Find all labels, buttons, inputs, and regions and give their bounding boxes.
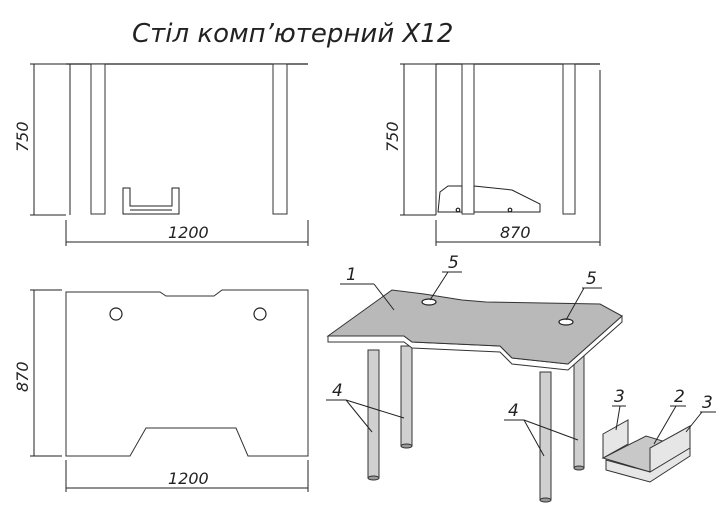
top-depth-label: 870: [13, 361, 32, 392]
top-cable-hole-right: [253, 307, 267, 321]
iso-leg-front-right: [539, 371, 552, 501]
top-view-outline: [65, 289, 309, 457]
callout-1: 1: [346, 265, 357, 285]
front-leg-right: [272, 63, 288, 215]
iso-leg-front-left: [367, 349, 380, 479]
drawing-title: Стіл комп’ютерний Х12: [132, 19, 453, 49]
callout-3-left: 3: [614, 387, 625, 407]
side-view: 750 870: [383, 63, 601, 246]
callout-5-left: 5: [448, 253, 459, 273]
front-height-label: 750: [13, 121, 32, 152]
front-stand: [122, 187, 180, 215]
side-leg-right: [562, 63, 576, 215]
callout-4-left: 4: [332, 381, 343, 401]
top-width-label: 1200: [168, 469, 209, 488]
callouts: 1 5 5 4 4 3 2 3: [326, 253, 716, 457]
iso-tabletop: [326, 289, 623, 365]
isometric-view: [326, 289, 623, 503]
front-width-label: 1200: [168, 223, 209, 242]
side-stand-back: [473, 185, 541, 213]
front-view: 750 1200: [13, 63, 309, 246]
top-cable-hole-left: [109, 307, 123, 321]
callout-3-right: 3: [702, 393, 713, 413]
top-view: 870 1200: [13, 289, 309, 492]
callout-4-right: 4: [508, 401, 519, 421]
side-depth-label: 870: [500, 223, 531, 242]
front-leg-left: [90, 63, 106, 215]
stand-side-left: [602, 419, 629, 459]
iso-leg-back-right: [573, 349, 585, 469]
iso-cable-hole-left: [421, 298, 437, 306]
stand-side-right: [649, 425, 691, 473]
callout-5-right: 5: [586, 269, 597, 289]
side-leg-left: [461, 63, 475, 215]
iso-stand: [601, 419, 691, 483]
iso-leg-back-left: [400, 345, 413, 447]
side-height-label: 750: [383, 121, 402, 152]
callout-2: 2: [674, 387, 685, 407]
